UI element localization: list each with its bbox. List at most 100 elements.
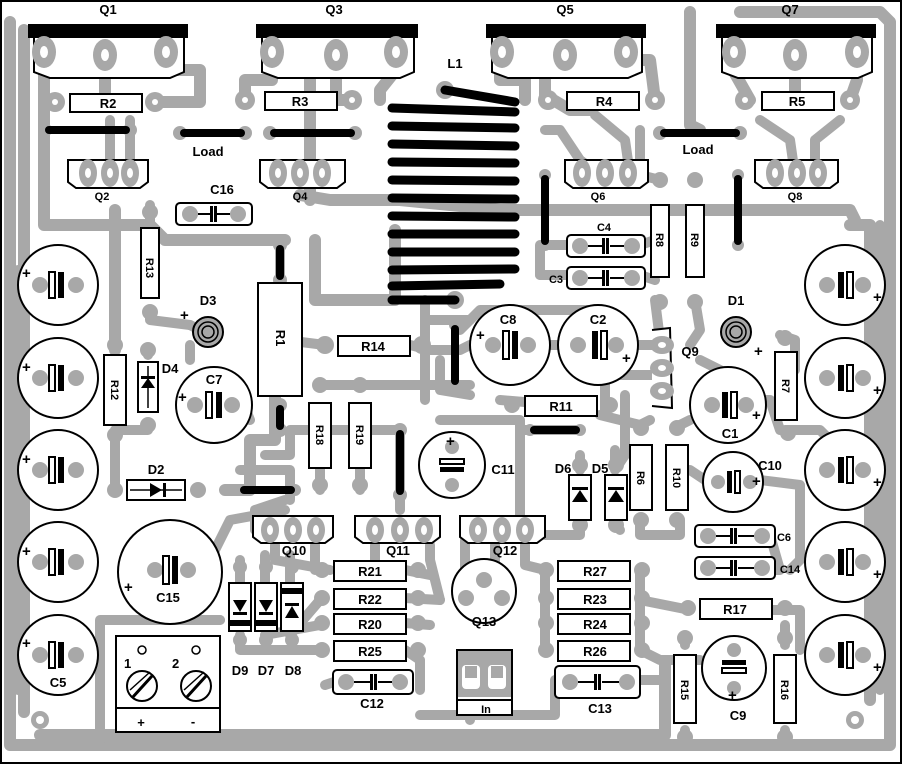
svg-text:+: + <box>22 635 31 652</box>
mounting-holes <box>31 711 864 729</box>
r10-resistor <box>665 420 689 528</box>
svg-text:+: + <box>124 579 133 596</box>
d5-diode <box>604 457 628 533</box>
d3-label: D3 <box>200 293 217 308</box>
c16-capacitor <box>175 202 253 226</box>
c9-label: C9 <box>730 708 747 723</box>
c13-capacitor <box>554 665 641 699</box>
r7-label: R7 <box>779 379 791 393</box>
r18-resistor <box>308 377 332 493</box>
r5-label: R5 <box>789 94 806 109</box>
c6-capacitor <box>694 524 776 548</box>
r9-label: R9 <box>688 233 700 247</box>
r12-label: R12 <box>108 380 120 400</box>
svg-text:+: + <box>873 659 882 676</box>
d5-label: D5 <box>592 461 609 476</box>
q7-transistor <box>716 24 876 79</box>
c14-capacitor <box>694 556 776 580</box>
r7-resistor <box>774 330 798 441</box>
q1-transistor <box>28 24 188 79</box>
r9-resistor <box>685 172 705 310</box>
r22-resistor <box>314 588 426 610</box>
d4-diode <box>137 342 159 433</box>
d8-label: D8 <box>285 663 302 678</box>
c4-label: C4 <box>597 222 612 234</box>
c8-capacitor: + <box>469 304 551 386</box>
r27-label: R27 <box>583 564 607 579</box>
terminal-minus-label: - <box>191 714 195 729</box>
svg-text:+: + <box>446 433 455 450</box>
r26-label: R26 <box>583 644 607 659</box>
r17-resistor <box>680 598 793 620</box>
d8-diode <box>280 560 304 647</box>
svg-text:+: + <box>754 343 763 360</box>
c11-capacitor: + <box>418 431 486 499</box>
power-terminal-block <box>115 635 221 733</box>
svg-text:+: + <box>180 307 189 324</box>
r11-label: R11 <box>549 399 572 414</box>
q6-transistor <box>564 159 649 189</box>
right-capacitor-bank: + + + + + <box>804 244 886 696</box>
d1-led: + <box>720 316 763 360</box>
r24-resistor <box>538 613 650 635</box>
r23-label: R23 <box>583 592 607 607</box>
q9-label: Q9 <box>681 344 698 359</box>
r13-resistor <box>140 204 160 320</box>
l1-coil <box>387 81 520 309</box>
r16-resistor <box>773 630 797 745</box>
r2-resistor <box>45 92 165 113</box>
terminal-plus-label: + <box>137 715 145 730</box>
r15-label: R15 <box>678 680 690 700</box>
d2-diode <box>107 479 206 501</box>
r14-resistor <box>316 335 431 357</box>
r1-resistor <box>257 282 303 397</box>
r21-resistor <box>314 560 426 582</box>
svg-text:+: + <box>752 473 761 490</box>
r6-label: R6 <box>634 471 646 485</box>
r15-resistor <box>673 630 697 745</box>
load-left-label: Load <box>192 144 223 159</box>
c4-capacitor <box>566 234 646 258</box>
jumpers <box>38 123 747 502</box>
c2-capacitor: + <box>557 304 639 386</box>
r13-label: R13 <box>143 258 155 278</box>
svg-text:+: + <box>22 451 31 468</box>
c1-label: C1 <box>722 426 739 441</box>
r17-label: R17 <box>723 602 747 617</box>
r3-resistor <box>235 90 362 111</box>
q10-label: Q10 <box>282 543 307 558</box>
r4-label: R4 <box>596 94 613 109</box>
c12-label: C12 <box>360 696 384 711</box>
svg-text:+: + <box>752 407 761 424</box>
q4-transistor <box>259 159 346 189</box>
c2-label: C2 <box>590 312 607 327</box>
r19-label: R19 <box>353 425 365 445</box>
c11-label: C11 <box>491 462 514 477</box>
c1-capacitor: + <box>689 366 767 444</box>
c13-label: C13 <box>588 701 612 716</box>
q2-transistor <box>67 159 149 189</box>
r19-resistor <box>348 377 372 493</box>
l1-label: L1 <box>447 56 462 71</box>
q1-label: Q1 <box>99 2 116 17</box>
svg-text:+: + <box>22 359 31 376</box>
q4-label: Q4 <box>293 191 309 203</box>
d7-diode <box>254 560 278 647</box>
q11-label: Q11 <box>386 543 410 558</box>
q5-label: Q5 <box>556 2 573 17</box>
svg-text:+: + <box>728 687 737 704</box>
c10-label: C10 <box>758 458 782 473</box>
c10-capacitor: + <box>702 451 764 513</box>
q7-label: Q7 <box>781 2 798 17</box>
q8-transistor <box>754 159 839 189</box>
r8-label: R8 <box>653 233 665 247</box>
svg-text:+: + <box>622 350 631 367</box>
c14-label: C14 <box>780 564 801 576</box>
r1-label: R1 <box>273 330 288 347</box>
d6-label: D6 <box>555 461 572 476</box>
svg-text:+: + <box>476 327 485 344</box>
c16-label: C16 <box>210 182 234 197</box>
c12-capacitor <box>332 669 414 695</box>
r10-label: R10 <box>670 468 682 488</box>
